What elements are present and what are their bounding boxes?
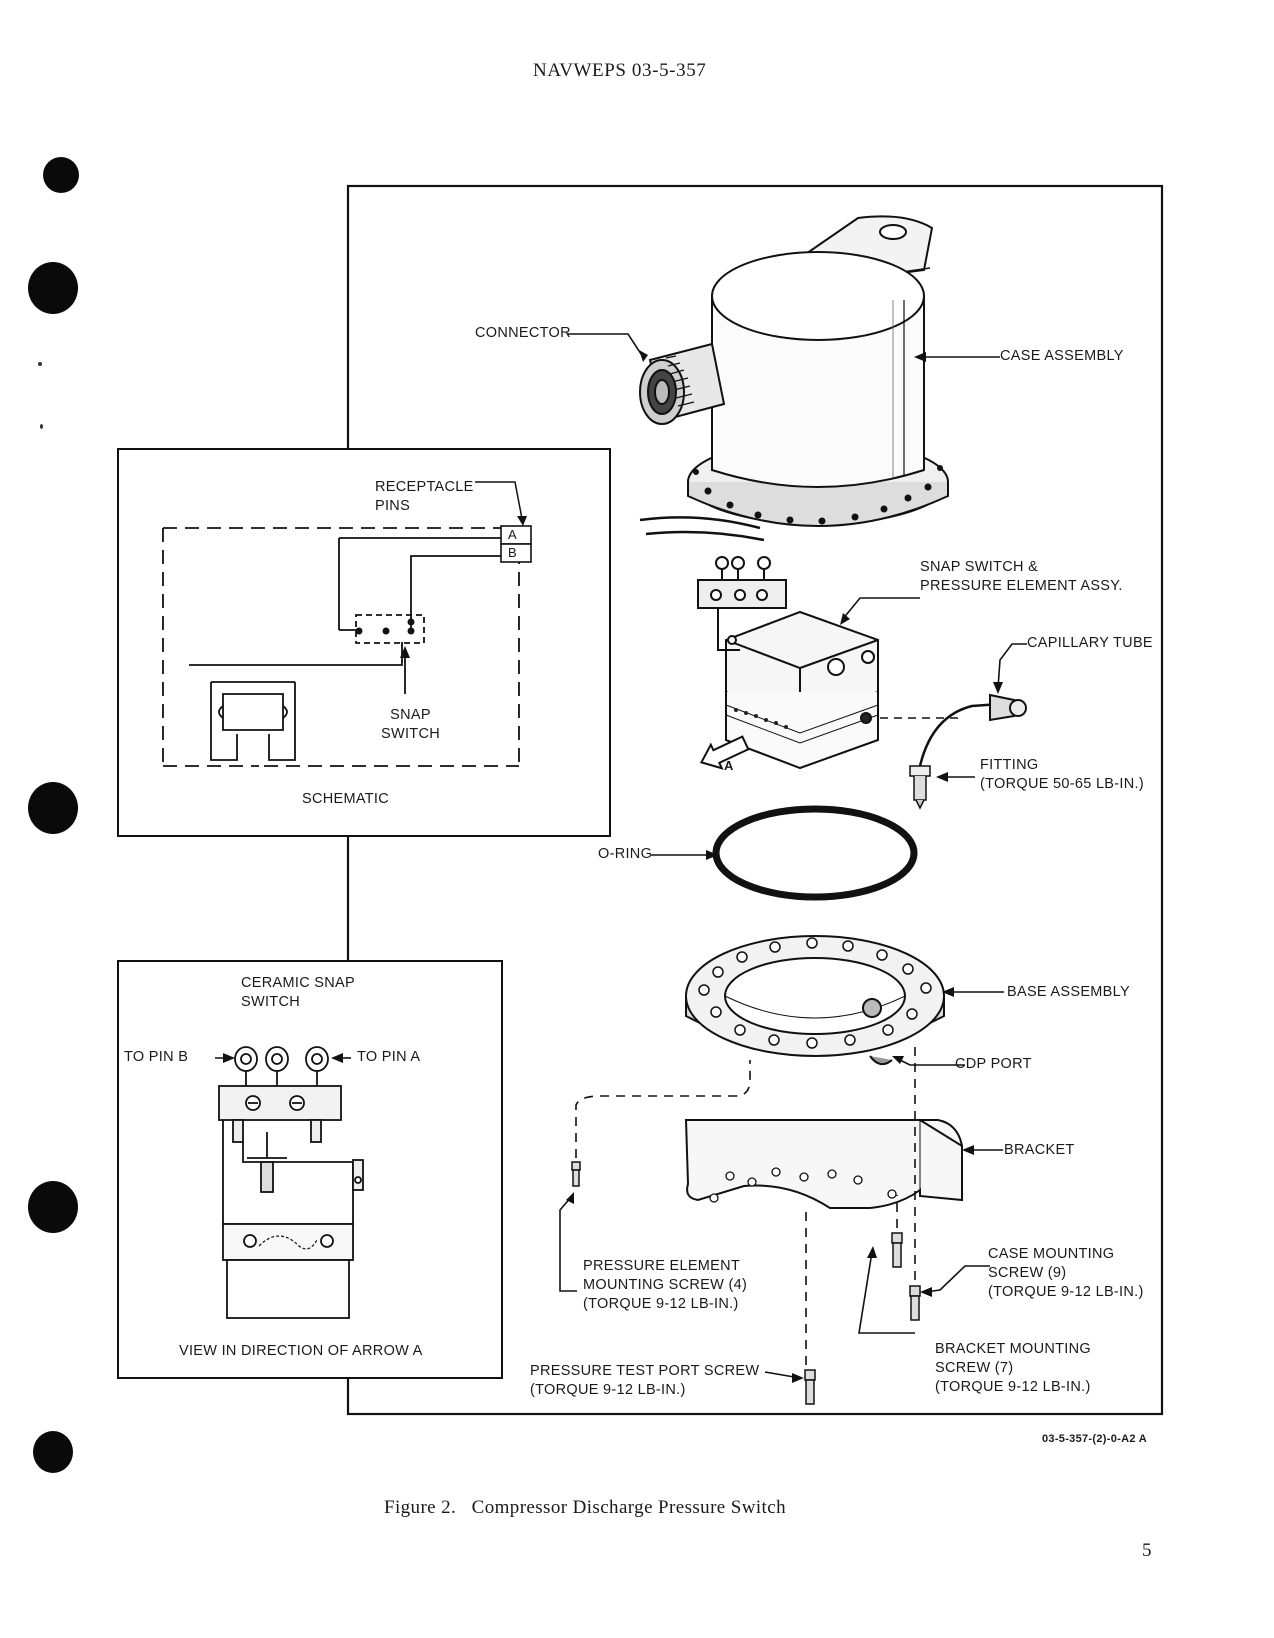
o-ring-label: O-RING xyxy=(598,846,653,862)
snap-switch-assembly xyxy=(697,556,879,770)
case-mounting-screw-label: CASE MOUNTING SCREW (9) (TORQUE 9-12 LB-… xyxy=(988,1246,1144,1300)
panel-connector-line xyxy=(347,837,349,960)
schematic-title: SCHEMATIC xyxy=(302,791,390,807)
connector-label: CONNECTOR xyxy=(475,325,571,341)
pressure-test-port-screw-label: PRESSURE TEST PORT SCREW (TORQUE 9-12 LB… xyxy=(530,1363,760,1398)
receptacle-pins-label: RECEPTACLE PINS xyxy=(375,479,474,514)
o-ring xyxy=(712,805,918,901)
to-pin-b-label: TO PIN B xyxy=(124,1049,189,1065)
pressure-element-screw-label: PRESSURE ELEMENT MOUNTING SCREW (4) (TOR… xyxy=(583,1258,748,1312)
speck xyxy=(40,424,43,429)
pin-b-label: B xyxy=(508,545,517,560)
bracket-label: BRACKET xyxy=(1004,1142,1075,1158)
screws xyxy=(571,1161,921,1405)
arrow-a-label: A xyxy=(724,758,734,773)
doc-number: NAVWEPS 03-5-357 xyxy=(533,60,707,81)
snap-switch-label: SNAP SWITCH xyxy=(381,707,440,742)
binder-hole xyxy=(28,262,78,314)
pin-a-label: A xyxy=(508,527,517,542)
direction-arrow-a xyxy=(699,735,750,770)
base-assembly xyxy=(685,935,945,1066)
to-pin-a-label: TO PIN A xyxy=(357,1049,421,1065)
cdp-port-label: CDP PORT xyxy=(955,1056,1032,1072)
ceramic-switch-drawing xyxy=(215,1046,364,1319)
view-a-panel: CERAMIC SNAP SWITCH TO PIN B TO PIN A VI… xyxy=(117,960,503,1379)
binder-hole xyxy=(33,1431,73,1473)
figure-caption: Figure 2. Compressor Discharge Pressure … xyxy=(384,1497,786,1518)
page-number: 5 xyxy=(1142,1540,1152,1561)
base-assembly-label: BASE ASSEMBLY xyxy=(1007,984,1130,1000)
schematic-panel: RECEPTACLE PINS A B SNAP SWITCH SCHEMATI… xyxy=(117,448,611,837)
binder-hole xyxy=(28,1181,78,1233)
binder-hole xyxy=(28,782,78,834)
bracket-part xyxy=(684,1119,963,1209)
capillary-tube xyxy=(880,693,1027,767)
case-assembly xyxy=(639,215,949,542)
bracket-mounting-screw-label: BRACKET MOUNTING SCREW (7) (TORQUE 9-12 … xyxy=(935,1341,1091,1395)
snap-switch-assy-label: SNAP SWITCH & PRESSURE ELEMENT ASSY. xyxy=(920,559,1123,594)
fitting xyxy=(909,765,931,810)
view-a-title: VIEW IN DIRECTION OF ARROW A xyxy=(179,1343,423,1359)
schematic-drawing xyxy=(162,481,532,767)
fitting-label: FITTING (TORQUE 50-65 LB-IN.) xyxy=(980,757,1144,792)
ceramic-snap-switch-label: CERAMIC SNAP SWITCH xyxy=(241,975,355,1010)
binder-hole xyxy=(43,157,79,193)
case-assembly-label: CASE ASSEMBLY xyxy=(1000,348,1124,364)
speck xyxy=(38,362,42,366)
figure-code: 03-5-357-(2)-0-A2 A xyxy=(1042,1433,1147,1445)
capillary-tube-label: CAPILLARY TUBE xyxy=(1027,635,1153,651)
